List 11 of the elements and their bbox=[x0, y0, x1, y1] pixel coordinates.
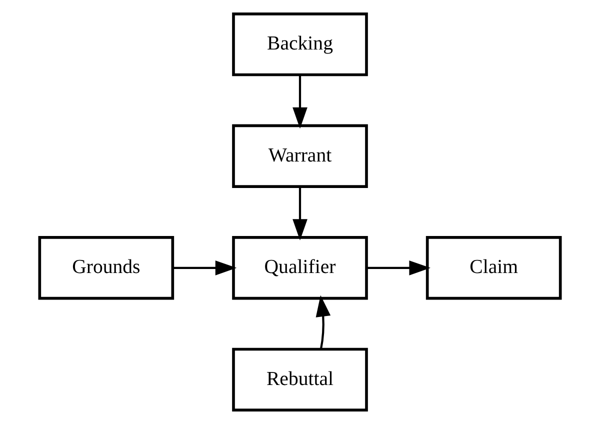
arrow bbox=[172, 260, 237, 276]
node-box: Qualifier bbox=[232, 236, 368, 300]
node-box: Warrant bbox=[232, 124, 368, 188]
arrow bbox=[292, 186, 308, 240]
node-box: Backing bbox=[232, 12, 368, 76]
arrow bbox=[316, 295, 331, 350]
node-box: Rebuttal bbox=[232, 348, 368, 412]
arrow bbox=[366, 260, 430, 276]
node-box: Grounds bbox=[38, 236, 174, 300]
arrow bbox=[292, 74, 308, 129]
node-box: Claim bbox=[426, 236, 562, 300]
